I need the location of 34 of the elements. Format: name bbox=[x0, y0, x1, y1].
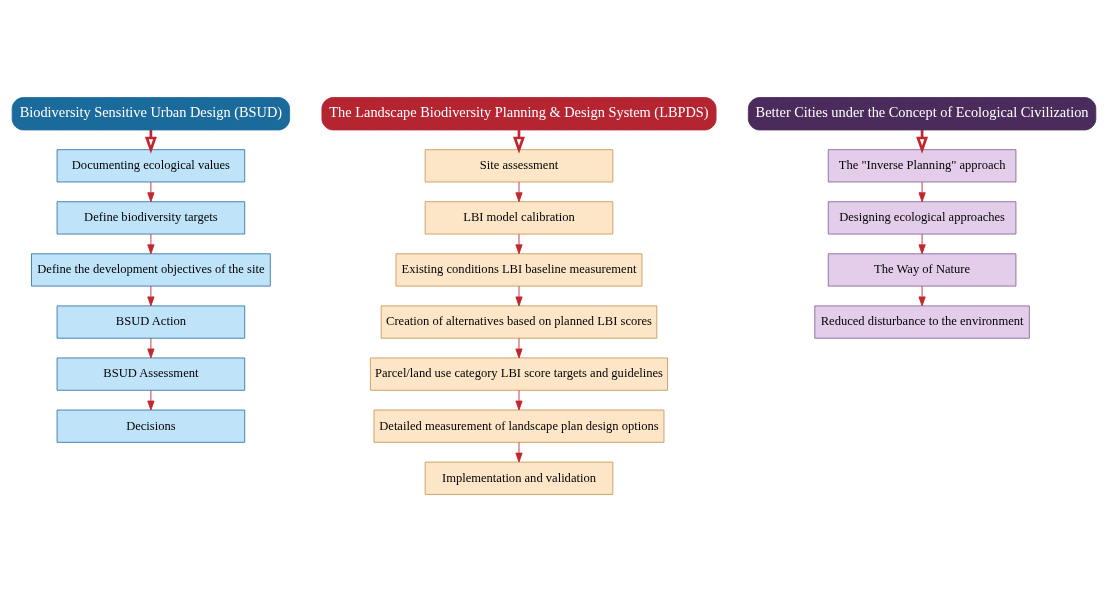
arrow bbox=[147, 389, 155, 410]
node-box: Detailed measurement of landscape plan design options bbox=[373, 409, 665, 443]
node-box: Define biodiversity targets bbox=[56, 200, 246, 234]
node-box: LBI model calibration bbox=[424, 200, 614, 234]
arrow bbox=[147, 181, 155, 202]
node-box: Creation of alternatives based on planned LBI scores bbox=[380, 304, 658, 339]
node-box: Define the development objectives of the site bbox=[31, 252, 271, 287]
arrow bbox=[147, 285, 155, 306]
node-box: Parcel/land use category LBI score targets and guidelines bbox=[369, 357, 669, 391]
arrow bbox=[515, 233, 523, 254]
arrow bbox=[147, 337, 155, 358]
node-box: The "Inverse Planning" approach bbox=[827, 148, 1017, 182]
node-box: Decisions bbox=[56, 409, 246, 443]
arrow bbox=[515, 441, 523, 463]
arrow bbox=[515, 285, 523, 306]
arrow bbox=[515, 337, 523, 358]
node-box: BSUD Action bbox=[56, 304, 246, 339]
node-box: Site assessment bbox=[424, 148, 614, 182]
node-box: The Landscape Biodiversity Planning & Design System (LBPDS) bbox=[321, 96, 717, 130]
node-box: The Way of Nature bbox=[827, 252, 1017, 287]
arrow bbox=[515, 181, 523, 202]
arrow bbox=[515, 389, 523, 410]
arrow bbox=[918, 233, 926, 254]
node-box: Reduced disturbance to the environment bbox=[814, 304, 1030, 339]
node-box: Existing conditions LBI baseline measurement bbox=[395, 252, 643, 287]
node-box: Designing ecological approaches bbox=[827, 200, 1017, 234]
node-box: Better Cities under the Concept of Ecological Civilization bbox=[747, 96, 1097, 130]
arrow bbox=[918, 285, 926, 306]
node-box: Implementation and validation bbox=[424, 461, 614, 495]
node-box: Biodiversity Sensitive Urban Design (BSUD) bbox=[11, 96, 291, 130]
arrow bbox=[147, 233, 155, 254]
node-box: Documenting ecological values bbox=[56, 148, 246, 182]
node-box: BSUD Assessment bbox=[56, 357, 246, 391]
arrow bbox=[918, 181, 926, 202]
